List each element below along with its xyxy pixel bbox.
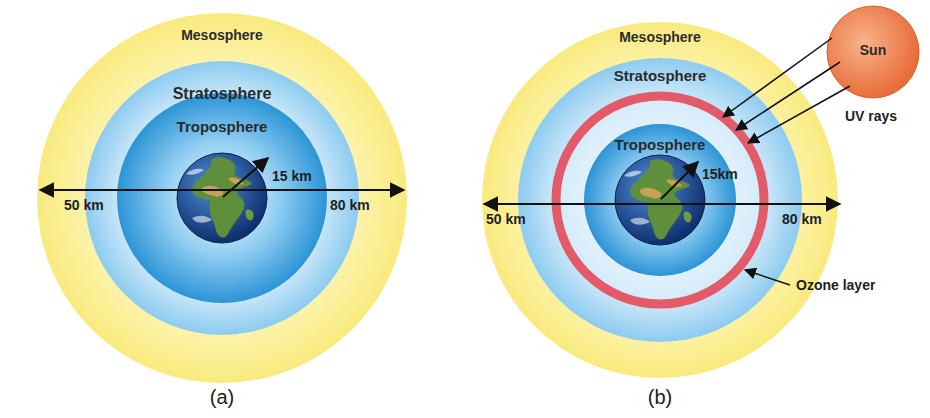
uv-ray-arrow xyxy=(748,86,850,143)
earth-illustration xyxy=(177,153,267,243)
layer-name: Troposphere xyxy=(117,118,327,135)
earth-illustration xyxy=(615,155,705,245)
dimension-line xyxy=(484,203,840,205)
radius-arrow xyxy=(661,162,698,199)
dimension-label: 80 km xyxy=(330,197,370,213)
dimension-label: 50 km xyxy=(486,211,526,227)
dimension-label: 80 km xyxy=(782,211,822,227)
layer-name: Mesosphere xyxy=(482,29,838,45)
sun-circle: Sun xyxy=(827,6,919,98)
panel-label: (b) xyxy=(648,386,672,409)
layer-name: Troposphere xyxy=(584,136,736,153)
dimension-line xyxy=(40,189,404,191)
ozone-ring xyxy=(556,96,764,304)
layer-name: Sun xyxy=(827,42,919,58)
callout-label: Ozone layer xyxy=(796,277,875,293)
leader-arrow xyxy=(745,270,790,285)
radius-arrow xyxy=(223,158,268,197)
callout-label: UV rays xyxy=(845,108,897,124)
dimension-label: 15km xyxy=(702,166,738,182)
layer-name: Mesosphere xyxy=(37,27,407,43)
dimension-label: 50 km xyxy=(64,197,104,213)
panel-label: (a) xyxy=(210,386,234,409)
layer-name: Stratosphere xyxy=(85,85,359,103)
dimension-label: 15 km xyxy=(272,168,312,184)
layer-name: Stratosphere xyxy=(518,67,802,84)
